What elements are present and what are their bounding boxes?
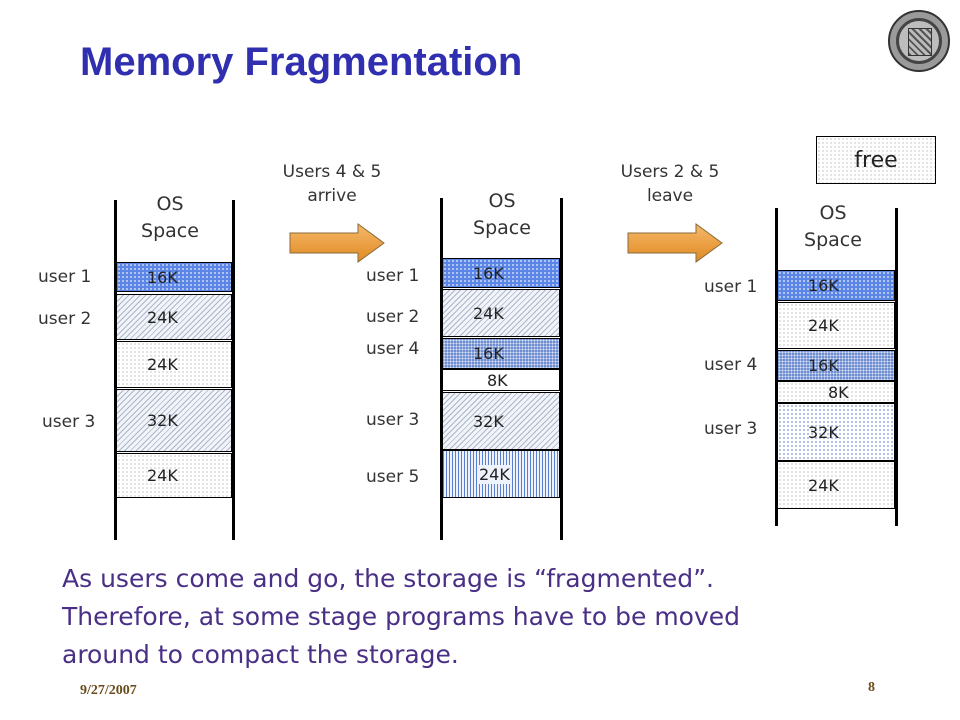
os-space-label: OS Space xyxy=(778,200,888,254)
transition-2-line1: Users 2 & 5 xyxy=(620,162,720,182)
os-label-line2: Space xyxy=(804,229,862,251)
transition-1-text: Users 4 & 5 arrive xyxy=(262,160,402,208)
memory-right-wall xyxy=(232,200,235,540)
free-legend-box: free xyxy=(816,136,936,184)
free-memory-block: 24K xyxy=(116,453,232,498)
memory-block: 24K xyxy=(116,294,232,340)
block-size: 24K xyxy=(147,466,178,485)
block-size: 32K xyxy=(147,411,178,430)
transition-1-line1: Users 4 & 5 xyxy=(282,162,382,182)
os-label-line1: OS xyxy=(819,202,847,224)
memory-block: 16K xyxy=(116,262,232,292)
block-size: 16K xyxy=(808,276,839,295)
user-label: user 2 xyxy=(366,307,420,327)
free-legend-label: free xyxy=(854,147,898,173)
block-size: 32K xyxy=(473,411,504,431)
transition-2-text: Users 2 & 5 leave xyxy=(600,160,740,208)
memory-left-wall xyxy=(775,208,778,526)
memory-right-wall xyxy=(560,198,563,540)
right-arrow-icon xyxy=(627,223,723,263)
free-memory-block: 24K xyxy=(777,461,895,509)
free-memory-block: 24K xyxy=(777,302,895,349)
block-size: 16K xyxy=(808,356,839,375)
os-label-line2: Space xyxy=(141,220,199,242)
explanation-line: around to compact the storage. xyxy=(62,640,459,669)
block-size: 24K xyxy=(473,303,504,323)
free-memory-block: 8K xyxy=(442,369,560,391)
page-number: 8 xyxy=(868,680,875,695)
explanation-line: As users come and go, the storage is “fr… xyxy=(62,564,715,593)
user-label: user 3 xyxy=(42,412,96,432)
block-size: 24K xyxy=(147,355,178,374)
memory-block: 16K xyxy=(777,350,895,381)
user-label: user 4 xyxy=(366,339,420,359)
memory-block: 32K xyxy=(116,389,232,452)
free-memory-block: 8K xyxy=(777,381,895,403)
block-size: 16K xyxy=(473,344,504,363)
block-size: 24K xyxy=(479,464,510,484)
slide-title: Memory Fragmentation xyxy=(80,40,523,84)
memory-block: 24K xyxy=(442,289,560,337)
memory-block: 16K xyxy=(442,258,560,288)
user-label: user 2 xyxy=(38,309,92,329)
memory-left-wall xyxy=(114,200,117,540)
right-arrow-icon xyxy=(289,223,385,263)
user-label: user 1 xyxy=(38,267,92,287)
user-label: user 3 xyxy=(704,419,758,439)
explanation-text: As users come and go, the storage is “fr… xyxy=(62,560,942,674)
transition-1-line2: arrive xyxy=(307,186,357,206)
block-size: 24K xyxy=(808,316,839,335)
block-size: 8K xyxy=(828,382,849,402)
block-size: 16K xyxy=(473,263,504,283)
memory-right-wall xyxy=(895,208,898,526)
memory-block: 32K xyxy=(442,392,560,450)
os-label-line1: OS xyxy=(156,193,184,215)
user-label: user 1 xyxy=(704,277,758,297)
memory-block: 16K xyxy=(777,270,895,301)
block-size: 24K xyxy=(147,307,178,327)
memory-left-wall xyxy=(440,198,443,540)
explanation-line: Therefore, at some stage programs have t… xyxy=(62,602,741,631)
user-label: user 4 xyxy=(704,355,758,375)
os-label-line1: OS xyxy=(488,190,516,212)
block-size: 32K xyxy=(808,422,839,442)
free-memory-block: 32K xyxy=(777,403,895,461)
block-size: 16K xyxy=(147,267,178,287)
university-seal-icon xyxy=(888,10,950,72)
block-size: 24K xyxy=(808,475,839,495)
os-label-line2: Space xyxy=(473,217,531,239)
block-size: 8K xyxy=(487,370,508,390)
free-memory-block: 24K xyxy=(116,341,232,388)
memory-block: 24K xyxy=(442,450,560,498)
os-space-label: OS Space xyxy=(447,188,557,242)
os-space-label: OS Space xyxy=(115,191,225,245)
memory-block: 16K xyxy=(442,338,560,369)
transition-2-line2: leave xyxy=(646,186,694,206)
user-label: user 3 xyxy=(366,410,420,430)
user-label: user 1 xyxy=(366,266,420,286)
user-label: user 5 xyxy=(366,467,420,487)
footer-date: 9/27/2007 xyxy=(80,683,137,698)
